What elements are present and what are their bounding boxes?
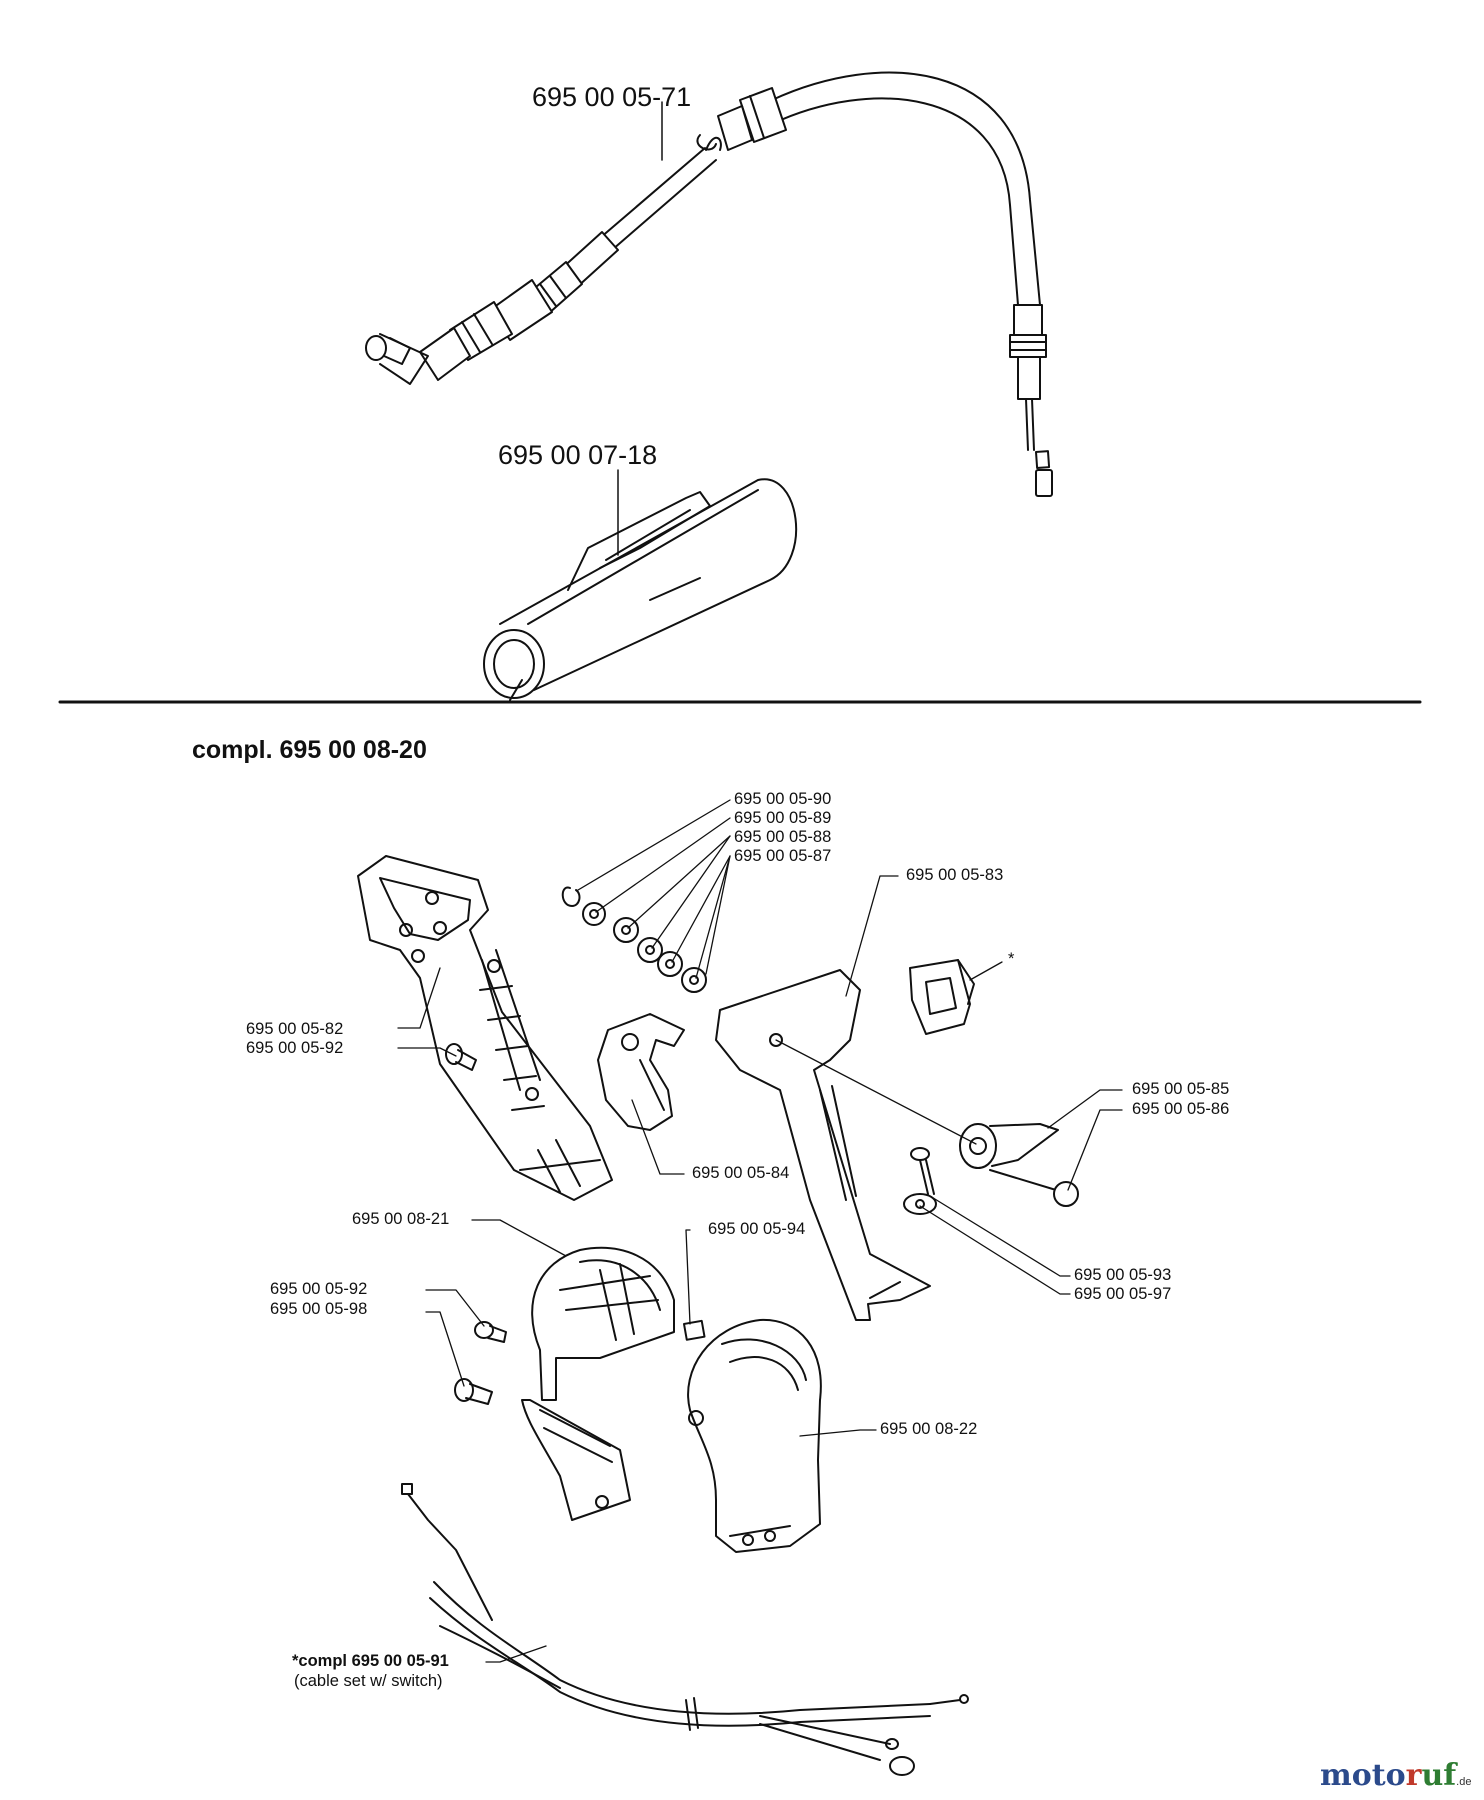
label-p97: 695 00 05-97 <box>1074 1285 1172 1303</box>
label-p92-upper: 695 00 05-92 <box>246 1039 344 1057</box>
washer-stack-drawing <box>561 886 707 993</box>
screw-92-upper-drawing <box>445 1043 477 1071</box>
label-p92-lower: 695 00 05-92 <box>270 1280 368 1298</box>
label-p85: 695 00 05-85 <box>1132 1080 1230 1098</box>
label-p83: 695 00 05-83 <box>906 866 1004 884</box>
label-star: * <box>1008 950 1015 968</box>
label-cable-set: *compl 695 00 05-91 <box>292 1652 449 1670</box>
label-p21: 695 00 08-21 <box>352 1210 450 1228</box>
label-p86: 695 00 05-86 <box>1132 1100 1230 1118</box>
screws-lower-drawing <box>454 1321 507 1405</box>
assembly-title: compl. 695 00 08-20 <box>192 736 427 764</box>
label-p90: 695 00 05-90 <box>734 790 832 808</box>
throttle-cable-drawing <box>365 71 1053 497</box>
label-throttle-cable: 695 00 05-71 <box>532 82 692 112</box>
sleeve-drawing <box>483 478 798 701</box>
throttle-trigger-drawing <box>597 1013 685 1131</box>
label-sleeve: 695 00 07-18 <box>498 440 658 470</box>
leader-lines <box>397 799 1123 1663</box>
cable-set-note: (cable set w/ switch) <box>294 1672 443 1690</box>
watermark-logo: motoruf.de <box>1320 1758 1472 1793</box>
label-p93: 695 00 05-93 <box>1074 1266 1172 1284</box>
nut-94-drawing <box>683 1319 706 1341</box>
label-p89: 695 00 05-89 <box>734 809 832 827</box>
label-p84: 695 00 05-84 <box>692 1164 790 1182</box>
clamp-lower-drawing <box>687 1318 822 1553</box>
label-p98: 695 00 05-98 <box>270 1300 368 1318</box>
label-p22: 695 00 08-22 <box>880 1420 978 1438</box>
switch-drawing <box>909 959 975 1035</box>
screw-clip-drawing <box>903 1147 937 1215</box>
label-p88: 695 00 05-88 <box>734 828 832 846</box>
label-p94: 695 00 05-94 <box>708 1220 806 1238</box>
stop-lever-drawing <box>959 1123 1079 1207</box>
label-p82: 695 00 05-82 <box>246 1020 344 1038</box>
right-handle-half-drawing <box>715 969 931 1321</box>
clamp-upper-drawing <box>521 1246 675 1521</box>
left-handle-half-drawing <box>357 855 613 1201</box>
cable-set-drawing <box>401 1483 969 1776</box>
label-p87: 695 00 05-87 <box>734 847 832 865</box>
